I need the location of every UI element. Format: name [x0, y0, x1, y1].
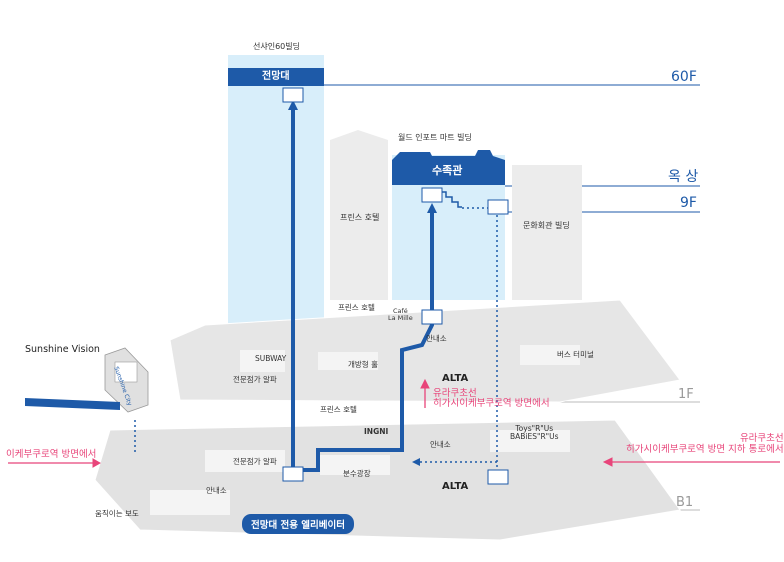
pink-arrows	[8, 378, 780, 468]
label-cafe: Café La Mille	[388, 307, 413, 322]
floor-1f-label: 1F	[678, 387, 694, 402]
label-prince-hotel: 프린스 호텔	[340, 213, 380, 222]
prince-hotel-building	[330, 130, 388, 300]
label-ingni: INGNI	[364, 427, 389, 436]
label-sunshine60: 선샤인60빌딩	[253, 42, 300, 51]
route-b1	[293, 210, 434, 472]
world-import-building	[392, 155, 505, 300]
sunshine-vision-screen	[104, 347, 149, 413]
direction-yurakucho-underground: 유라쿠초선 히가시이케부쿠로역 방면 지하 통로에서	[626, 433, 784, 455]
label-walkway: 움직이는 보도	[95, 509, 139, 518]
label-aquarium: 수족관	[432, 164, 463, 177]
floor-rooftop: 옥 상	[668, 169, 699, 185]
shop-blocks	[150, 345, 580, 515]
legend-elevator-pill: 전망대 전용 엘리베이터	[242, 514, 354, 534]
label-world-import: 월드 인포트 마트 빌딩	[398, 133, 472, 142]
label-alta-1f: ALTA	[442, 373, 469, 384]
label-subway: SUBWAY	[255, 354, 287, 363]
label-bus-terminal: 버스 터미널	[557, 350, 594, 359]
floor-9f: 9F	[680, 195, 697, 211]
stairs-9f	[440, 191, 462, 208]
label-toys: Toys"R"Us BABiES"R"Us	[510, 424, 559, 441]
label-info-b1-left: 안내소	[206, 486, 227, 495]
label-specialty-b1: 전문점가 알파	[233, 457, 277, 466]
label-fountain: 분수광장	[343, 469, 371, 478]
direction-from-ikebukuro: 이케부쿠로역 방면에서	[6, 449, 97, 460]
label-alta-b1: ALTA	[442, 481, 469, 492]
label-culture-hall: 문화회관 빌딩	[523, 221, 570, 230]
culture-hall-building	[512, 165, 582, 300]
label-prince-hotel-1f: 프린스 호텔	[338, 303, 375, 312]
sunshine60-tower	[228, 55, 324, 345]
observatory-band	[228, 68, 324, 86]
elevator-icons	[282, 87, 509, 485]
direction-yurakucho-higashi: 유라쿠초선 히가시이케부쿠로역 방면에서	[433, 388, 550, 410]
floor-1f	[169, 299, 681, 403]
aquarium-band	[392, 150, 505, 185]
floor-b1	[94, 419, 681, 541]
label-prince-hotel-b1: 프린스 호텔	[320, 405, 357, 414]
label-observatory: 전망대	[262, 71, 290, 82]
label-info-1f: 안내소	[426, 334, 447, 343]
walkway-bar	[25, 398, 120, 410]
label-specialty-1f: 전문점가 알파	[233, 375, 277, 384]
floor-60f: 60F	[671, 69, 697, 85]
label-info-b1: 안내소	[430, 440, 451, 449]
label-open-plaza: 개방형 홀	[348, 360, 378, 369]
label-sunshine-vision: Sunshine Vision	[25, 344, 100, 355]
floor-b1-label: B1	[676, 495, 694, 510]
